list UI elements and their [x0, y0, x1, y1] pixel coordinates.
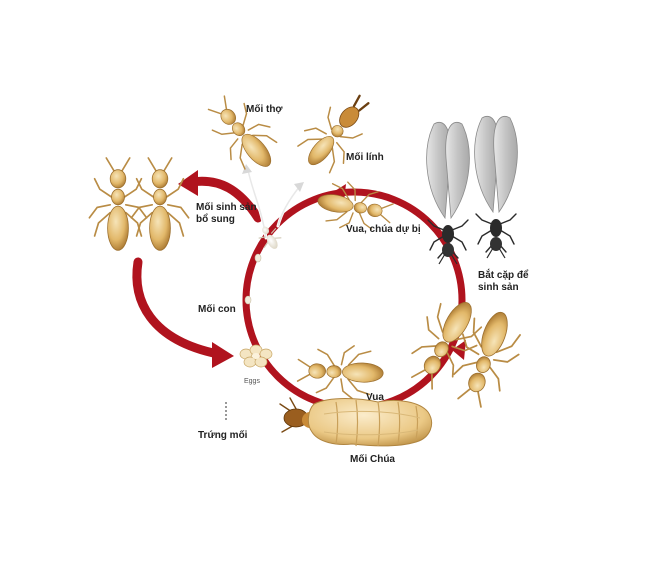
queen-termite: [279, 397, 432, 447]
label-supplementary-reproductive: Mối sinh sản bổ sung: [196, 202, 257, 225]
worker-termite: [196, 85, 290, 183]
winged-alate-1: [425, 121, 471, 265]
label-queen: Mối Chúa: [350, 454, 395, 465]
eggs-cluster: [239, 344, 273, 368]
label-eggs: Trứng mối: [198, 430, 248, 441]
label-reserve-royals: Vua, chúa dự bị: [346, 224, 421, 235]
larva-1: [254, 253, 262, 263]
label-mating: Bắt cặp để sinh sản: [478, 270, 529, 293]
supplementary-arrowhead-top: [178, 170, 198, 196]
label-eggs-tag: Eggs: [244, 378, 260, 385]
nymph-termite: [258, 226, 282, 249]
soldier-termite: [289, 82, 385, 182]
ring-arrowhead-right: [452, 340, 466, 360]
larva-2: [244, 295, 252, 305]
supplementary-reproductive-2: [130, 157, 190, 252]
supplementary-arrowhead-down: [212, 342, 234, 368]
label-nymph: Mối con: [198, 304, 236, 315]
label-king: Vua: [366, 392, 384, 403]
label-soldier: Mối lính: [346, 152, 384, 163]
winged-alate-2: [473, 115, 519, 259]
supplementary-arrow-down: [132, 257, 223, 359]
supplementary-arrow-top: [187, 176, 263, 223]
label-worker: Mối thợ: [246, 104, 283, 115]
supplementary-reproductive-1: [88, 157, 148, 252]
